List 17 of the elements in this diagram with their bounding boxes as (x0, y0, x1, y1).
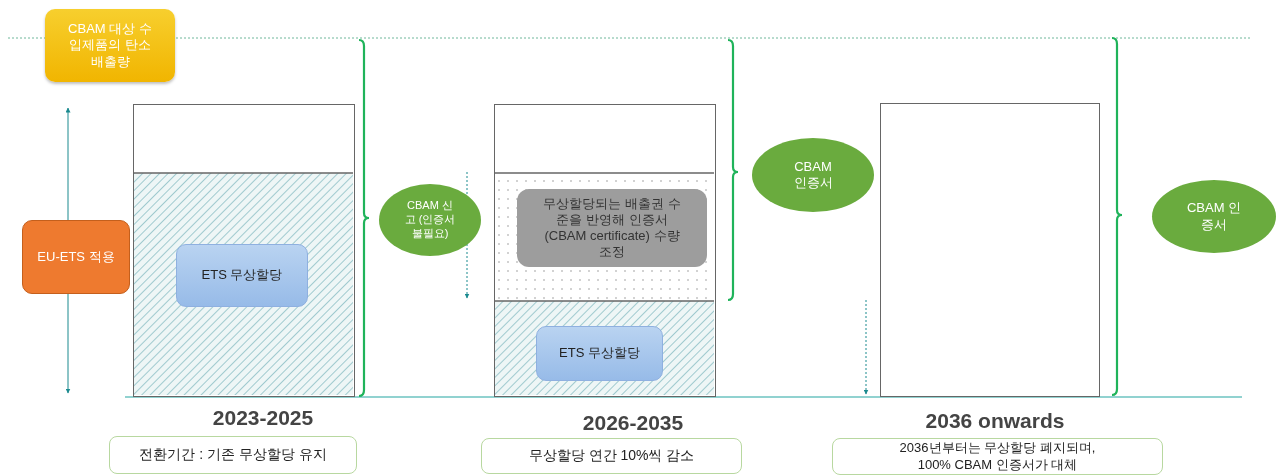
caption-box: 전환기간 : 기존 무상할당 유지 (109, 436, 357, 474)
callout-ellipse: CBAM 인증서 (752, 138, 874, 212)
period-heading: 2026-2035 (581, 411, 685, 435)
callout-ellipse: CBAM 인증서 (1152, 180, 1276, 253)
callout-ellipse: CBAM 신고 (인증서 불필요) (379, 184, 481, 256)
label-box: CBAM 대상 수입제품의 탄소배출량 (45, 9, 175, 82)
stacked-bar (494, 104, 716, 397)
caption-box: 2036년부터는 무상할당 폐지되며, 100% CBAM 인증서가 대체 (832, 438, 1163, 475)
stacked-bar (133, 104, 355, 397)
stacked-bar (880, 103, 1100, 397)
caption-box: 무상할당 연간 10%씩 감소 (481, 438, 742, 474)
label-box: ETS 무상할당 (176, 244, 308, 307)
period-heading: 2036 onwards (924, 409, 1066, 433)
label-box: 무상할당되는 배출권 수준을 반영해 인증서(CBAM certificate) 수량 조정 (517, 189, 707, 267)
label-box: ETS 무상할당 (536, 326, 663, 381)
period-heading: 2023-2025 (211, 406, 315, 430)
label-box: EU-ETS 적용 (22, 220, 130, 294)
